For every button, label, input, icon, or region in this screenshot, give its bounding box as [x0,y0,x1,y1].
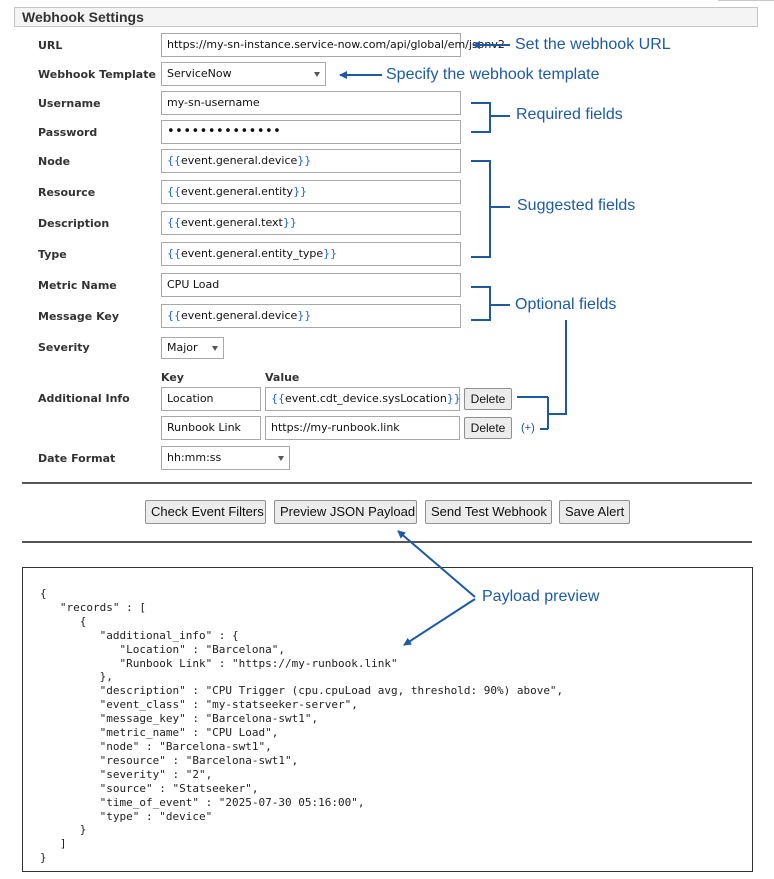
annotation-required: Required fields [516,106,623,123]
message-key-var: event.general.device [181,309,298,322]
suggested-bracket [471,160,491,258]
resource-var: event.general.entity [181,185,294,198]
description-brace-close: }} [282,216,297,229]
metric-name-label: Metric Name [38,279,117,292]
value-column-header: Value [265,371,300,384]
check-event-filters-button[interactable]: Check Event Filters [145,500,266,524]
date-format-value: hh:mm:ss [167,451,222,464]
metric-name-input[interactable]: CPU Load [161,273,461,297]
resource-brace-close: }} [293,185,308,198]
divider [22,541,752,543]
optional-to-info-line [548,320,567,415]
resource-input[interactable]: {{event.general.entity}} [161,180,461,204]
message-key-brace-close: }} [297,309,312,322]
resource-brace-open: {{ [167,185,181,198]
info-key-input[interactable]: Location [161,387,261,411]
username-input[interactable]: my-sn-username [161,91,461,115]
type-brace-close: }} [323,247,338,260]
annotation-template: Specify the webhook template [386,66,600,83]
delete-button[interactable]: Delete [464,417,512,439]
type-var: event.general.entity_type [181,247,324,260]
info-value-brace-open: {{ [271,392,285,405]
type-brace-open: {{ [167,247,181,260]
password-label: Password [38,126,98,139]
message-key-label: Message Key [38,310,120,323]
info-value-input[interactable]: https://my-runbook.link [265,416,460,440]
type-input[interactable]: {{event.general.entity_type}} [161,242,461,266]
annotation-payload: Payload preview [482,588,600,605]
required-bracket [471,102,491,133]
add-info-link[interactable]: (+) [521,422,535,434]
additional-info-label: Additional Info [38,392,130,405]
annotation-url: Set the webhook URL [515,36,671,53]
info-value-var: event.cdt_device.sysLocation [285,392,447,405]
url-label: URL [38,39,63,52]
json-preview-text: { "records" : [ { "additional_info" : { … [40,587,564,865]
url-input[interactable]: https://my-sn-instance.service-now.com/a… [161,33,505,57]
divider [22,482,752,484]
severity-value: Major [167,341,198,354]
severity-label: Severity [38,341,90,354]
chevron-down-icon [314,72,320,77]
send-test-webhook-button[interactable]: Send Test Webhook [425,500,552,524]
template-value: ServiceNow [167,67,232,80]
top-rule [718,0,774,5]
key-column-header: Key [161,371,184,384]
chevron-down-icon [212,346,218,351]
optional-bracket [471,286,491,321]
info-value-input[interactable]: {{event.cdt_device.sysLocation}} [265,387,461,411]
description-brace-open: {{ [167,216,181,229]
node-brace-open: {{ [167,154,181,167]
description-var: event.general.text [181,216,283,229]
section-header: Webhook Settings [14,7,758,27]
severity-select[interactable]: Major [161,337,224,359]
username-label: Username [38,97,101,110]
json-preview-panel: { "records" : [ { "additional_info" : { … [22,567,753,872]
annotation-optional: Optional fields [515,296,617,313]
message-key-brace-open: {{ [167,309,181,322]
date-format-select[interactable]: hh:mm:ss [161,446,290,470]
chevron-down-icon [278,456,284,461]
description-label: Description [38,217,110,230]
section-title: Webhook Settings [22,9,144,25]
node-brace-close: }} [297,154,312,167]
template-label: Webhook Template [38,68,156,81]
node-var: event.general.device [181,154,298,167]
message-key-input[interactable]: {{event.general.device}} [161,304,461,328]
save-alert-button[interactable]: Save Alert [559,500,630,524]
date-format-label: Date Format [38,452,116,465]
node-input[interactable]: {{event.general.device}} [161,149,461,173]
description-input[interactable]: {{event.general.text}} [161,211,461,235]
annotation-suggested: Suggested fields [517,197,636,214]
password-input[interactable]: •••••••••••••• [161,120,461,144]
preview-json-button[interactable]: Preview JSON Payload [274,500,417,524]
node-label: Node [38,155,71,168]
info-key-input[interactable]: Runbook Link [161,416,261,440]
delete-button[interactable]: Delete [464,388,512,410]
info-value-brace-close: }} [446,392,461,405]
type-label: Type [38,248,67,261]
template-select[interactable]: ServiceNow [161,62,326,86]
resource-label: Resource [38,186,96,199]
